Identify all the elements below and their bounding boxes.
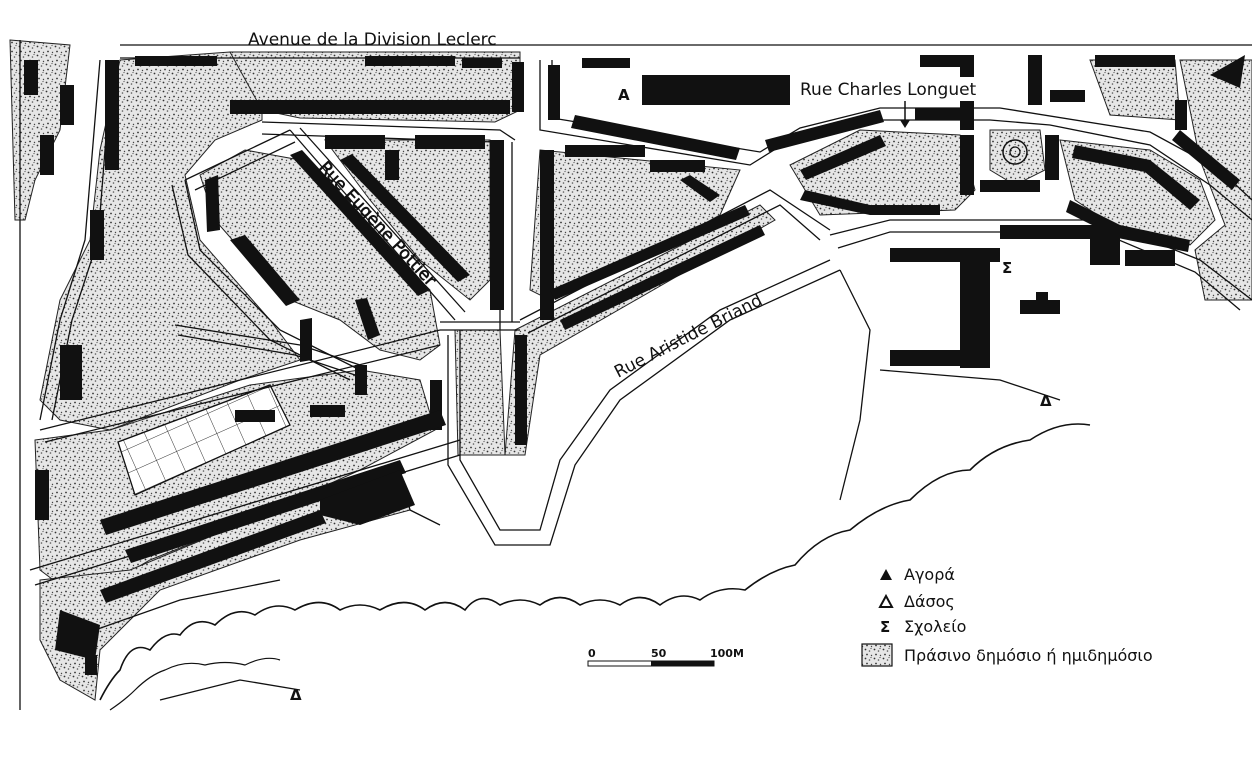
- school-marker: Σ: [1002, 259, 1012, 277]
- forest-marker-south: Δ: [290, 686, 302, 704]
- scale-label-0: 0: [588, 647, 596, 660]
- green-area-roundabout: [989, 129, 1046, 186]
- forest-edge: [99, 423, 1091, 701]
- market-marker: A: [618, 86, 630, 104]
- green-area-west-edge: [9, 39, 71, 221]
- forest-legend-icon: [878, 593, 894, 608]
- school-legend-icon: Σ: [880, 618, 890, 636]
- forest-marker-east: Δ: [1040, 392, 1052, 410]
- scale-bar: 0 50 100M: [587, 647, 744, 667]
- legend-school-label: Σχολείο: [904, 617, 966, 636]
- buildings: [24, 55, 1240, 675]
- market-legend-icon: [880, 569, 892, 580]
- north-arrow-icon: [1210, 55, 1245, 88]
- map-legend: Αγορά Δάσος Σ Σχολείο Πράσινο δημόσιο ή …: [861, 565, 1153, 667]
- green-area-briand-strip: [504, 204, 776, 456]
- green-area-north-east-top: [1089, 59, 1181, 121]
- scale-label-50: 50: [651, 647, 667, 660]
- forest-edge-inner: [109, 657, 281, 711]
- green-space-legend-swatch: [861, 643, 893, 667]
- green-area-longuet-block: [789, 129, 976, 216]
- legend-forest-label: Δάσος: [904, 592, 955, 611]
- street-label-rue-longuet: Rue Charles Longuet: [800, 80, 977, 100]
- green-area-northeast: [1059, 139, 1216, 246]
- market-building: [642, 75, 790, 105]
- green-area-east-edge: [1179, 59, 1252, 301]
- street-label-avenue-leclerc: Avenue de la Division Leclerc: [248, 30, 497, 50]
- roundabout-feature: [1002, 139, 1028, 165]
- street-label-rue-briand: Rue Aristide Briand: [611, 290, 766, 382]
- scale-label-100: 100M: [710, 647, 744, 660]
- green-area-plaza-south: [454, 329, 506, 456]
- legend-market-label: Αγορά: [904, 565, 955, 584]
- legend-green-space-label: Πράσινο δημόσιο ή ημιδημόσιο: [904, 646, 1153, 665]
